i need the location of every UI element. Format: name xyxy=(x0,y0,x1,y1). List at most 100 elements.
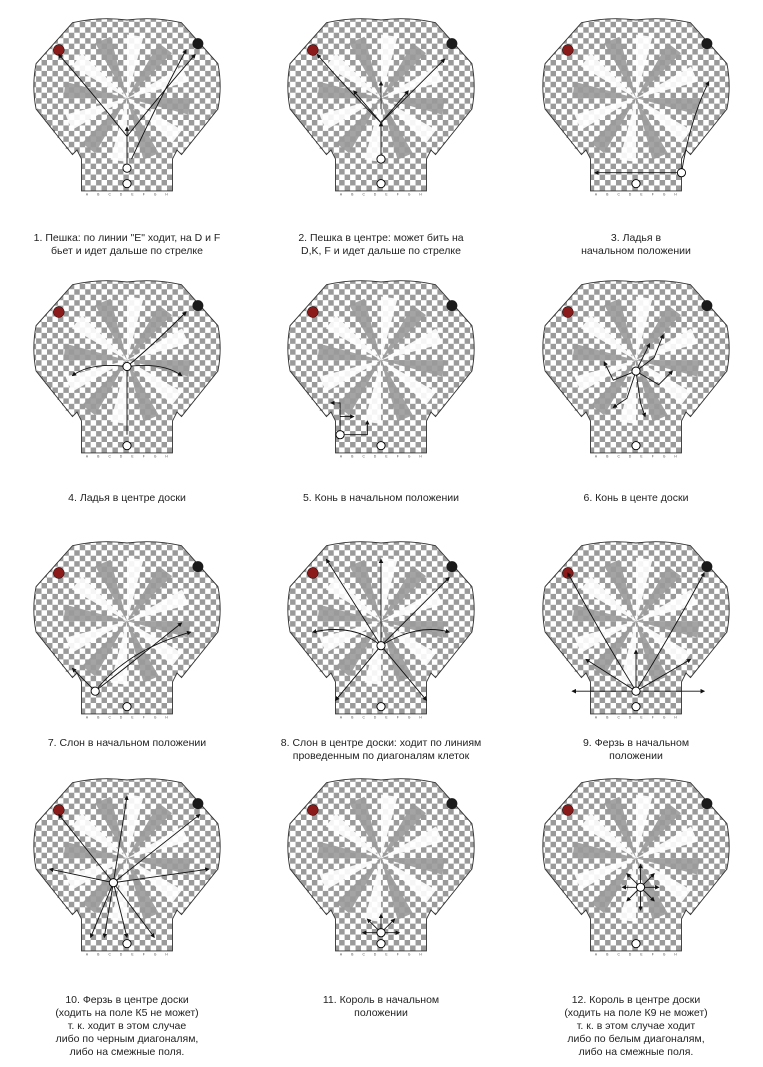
file-label: B xyxy=(97,715,99,719)
rank-label: 1 xyxy=(546,108,548,112)
file-label: H xyxy=(419,715,422,719)
file-label: B xyxy=(97,192,99,196)
diagram-caption: 6. Конь в центе доски xyxy=(509,492,763,505)
file-label: H xyxy=(419,192,422,196)
file-label: F xyxy=(143,454,145,458)
file-label: A xyxy=(340,192,343,196)
rank-label: 5 xyxy=(307,130,309,134)
rank-label: 2 xyxy=(41,113,43,117)
file-label: D xyxy=(374,715,377,719)
file-label: F xyxy=(143,952,145,956)
rank-label: 7 xyxy=(571,141,573,145)
rank-label: 8 xyxy=(66,669,68,673)
chess-board-diagram: ABCDEFGH12345678 xyxy=(274,760,488,960)
rank-label: 6 xyxy=(311,895,313,899)
file-label: E xyxy=(385,454,388,458)
file-label: G xyxy=(154,192,157,196)
rank-label: 8 xyxy=(66,906,68,910)
chess-board-diagram: ABCDEFGH12345678 xyxy=(274,262,488,462)
black-opponent-piece xyxy=(446,38,457,49)
file-label: H xyxy=(419,952,422,956)
rank-label: 6 xyxy=(57,135,59,139)
diagram-caption: 5. Конь в начальном положении xyxy=(254,492,508,505)
bishop-piece xyxy=(91,687,99,695)
file-label: H xyxy=(674,715,677,719)
diagram-panel: ABCDEFGH123456789. Ферзь в начальном пол… xyxy=(509,523,763,723)
red-opponent-piece xyxy=(562,805,573,816)
file-label: H xyxy=(165,952,168,956)
file-label: E xyxy=(640,192,643,196)
rank-label: 6 xyxy=(57,397,59,401)
black-opponent-piece xyxy=(446,300,457,311)
diagram-caption: 12. Король в центре доски (ходить на пол… xyxy=(509,994,763,1059)
rank-label: 3 xyxy=(45,642,47,646)
rank-label: 2 xyxy=(550,113,552,117)
file-label: E xyxy=(385,952,388,956)
file-label: D xyxy=(629,192,632,196)
file-label: C xyxy=(618,454,621,458)
rank-label: 7 xyxy=(571,403,573,407)
file-label: G xyxy=(663,715,666,719)
rank-label: 6 xyxy=(311,658,313,662)
file-label: C xyxy=(363,715,366,719)
file-label: D xyxy=(120,454,123,458)
rank-label: 5 xyxy=(53,653,55,657)
rank-label: 4 xyxy=(49,647,51,651)
file-label: G xyxy=(408,192,411,196)
knight-piece xyxy=(336,431,344,439)
rank-label: 7 xyxy=(62,664,64,668)
rank-label: 3 xyxy=(45,381,47,385)
rank-label: 8 xyxy=(320,669,322,673)
file-label: G xyxy=(663,952,666,956)
rank-label: 4 xyxy=(303,647,305,651)
rank-label: 2 xyxy=(295,113,297,117)
pawn-piece xyxy=(123,164,131,172)
white-king-piece xyxy=(377,180,385,188)
file-label: G xyxy=(408,454,411,458)
file-label: C xyxy=(109,192,112,196)
file-label: C xyxy=(618,952,621,956)
rank-label: 8 xyxy=(575,146,577,150)
rank-label: 5 xyxy=(53,130,55,134)
file-label: C xyxy=(363,952,366,956)
rank-label: 5 xyxy=(307,653,309,657)
red-opponent-piece xyxy=(562,307,573,318)
file-label: E xyxy=(385,192,388,196)
rank-label: 7 xyxy=(571,664,573,668)
rank-label: 5 xyxy=(307,890,309,894)
king-piece xyxy=(636,883,644,891)
rank-label: 4 xyxy=(49,124,51,128)
file-label: B xyxy=(606,952,608,956)
file-label: A xyxy=(86,952,89,956)
rank-label: 2 xyxy=(550,636,552,640)
rank-label: 6 xyxy=(57,658,59,662)
rank-label: 6 xyxy=(566,658,568,662)
rank-label: 3 xyxy=(45,879,47,883)
black-opponent-piece xyxy=(192,38,203,49)
chess-board-diagram: ABCDEFGH12345678 xyxy=(20,262,234,462)
file-label: F xyxy=(397,952,399,956)
rank-label: 1 xyxy=(291,868,293,872)
file-label: B xyxy=(351,715,353,719)
white-king-piece xyxy=(632,703,640,711)
file-label: D xyxy=(374,192,377,196)
rank-label: 6 xyxy=(311,135,313,139)
diagram-caption: 11. Король в начальном положении xyxy=(254,994,508,1020)
file-label: F xyxy=(397,192,399,196)
file-label: D xyxy=(629,715,632,719)
rank-label: 1 xyxy=(37,370,39,374)
rank-label: 5 xyxy=(53,392,55,396)
file-label: D xyxy=(629,454,632,458)
file-label: B xyxy=(97,952,99,956)
rank-label: 1 xyxy=(37,108,39,112)
black-opponent-piece xyxy=(192,561,203,572)
diagram-caption: 10. Ферзь в центре доски (ходить на поле… xyxy=(0,994,254,1059)
white-king-piece xyxy=(632,442,640,450)
white-king-piece xyxy=(632,940,640,948)
black-opponent-piece xyxy=(701,798,712,809)
file-label: F xyxy=(652,952,654,956)
black-opponent-piece xyxy=(192,300,203,311)
